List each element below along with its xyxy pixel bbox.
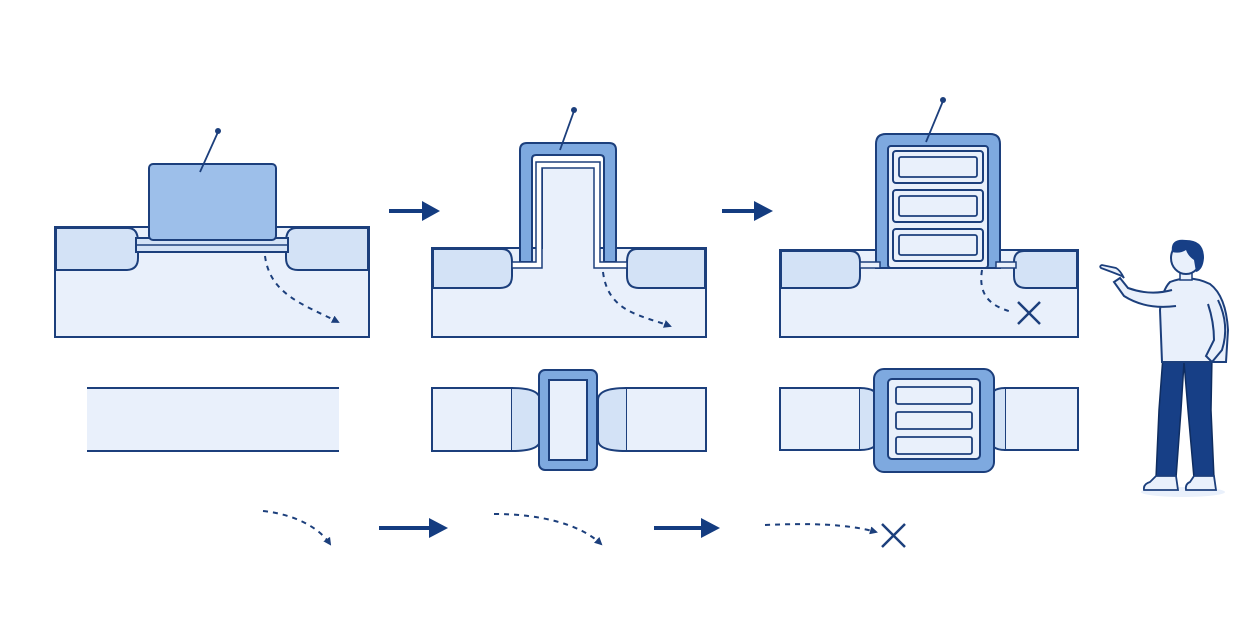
dashed-curved-arrow-icon: [602, 271, 672, 328]
gaa-top-sheet-2: [895, 411, 973, 430]
planar-drain-region: [285, 227, 369, 271]
person-back-arm: [1204, 299, 1227, 364]
gaa-top-source: [779, 387, 861, 451]
dashed-curved-arrow-icon: [980, 269, 1013, 313]
finfet-gate-pointer: [559, 110, 575, 151]
finfet-gate-oxide: [511, 161, 628, 269]
dashed-curved-arrow-icon: [262, 510, 332, 546]
planar-gate: [148, 163, 277, 241]
planar-cross-section: [54, 128, 370, 338]
finfet-top-drain: [625, 387, 707, 452]
finfet-source-region: [432, 248, 513, 289]
person-shoe-left: [1142, 475, 1180, 491]
gaa-gate-contact-right: [995, 261, 1017, 269]
gaa-top-view: [779, 368, 1079, 473]
finfet-gate-pointer-dot: [571, 107, 577, 113]
cross-mark-icon: [1017, 301, 1041, 325]
right-arrow-icon: [654, 518, 720, 538]
person-hair: [1171, 239, 1204, 272]
finfet-top-drain-junction: [597, 387, 627, 452]
dashed-curved-arrow-icon: [264, 255, 340, 323]
person-pointing-illustration: [1099, 239, 1230, 497]
person-pointing-hand: [1099, 264, 1125, 279]
gaa-gate-pointer-dot: [940, 97, 946, 103]
person-shoe-right: [1184, 475, 1218, 491]
person-pointing-arm: [1112, 276, 1177, 308]
dashed-curved-arrow-icon: [493, 513, 603, 546]
planar-source-region: [55, 227, 139, 271]
planar-top-view: [87, 387, 339, 452]
gaa-source-region: [780, 250, 861, 289]
gaa-top-sheet-3: [895, 436, 973, 455]
finfet-top-view: [431, 369, 707, 471]
gaa-nanosheet-3-core: [898, 234, 978, 256]
gaa-gate-pointer: [925, 100, 944, 143]
gaa-gate-contact-left: [859, 261, 881, 269]
leakage-row: [262, 510, 906, 548]
planar-top-channel: [87, 388, 339, 451]
cross-mark-icon: [881, 523, 906, 548]
gaa-drain-region: [1013, 250, 1078, 289]
finfet-top-source: [431, 387, 513, 452]
planar-gate-pointer-dot: [215, 128, 221, 134]
person-pants: [1155, 355, 1215, 479]
right-arrow-icon: [379, 518, 448, 538]
finfet-cross-section: [431, 107, 707, 338]
finfet-drain-region: [626, 248, 706, 289]
gaa-nanosheet-1-core: [898, 156, 978, 178]
dashed-curved-arrow-icon: [764, 523, 878, 535]
finfet-top-fin: [548, 379, 588, 461]
planar-gate-pointer: [199, 131, 219, 173]
right-arrow-icon: [389, 201, 440, 221]
gaa-top-sheet-1: [895, 386, 973, 405]
gaa-nanosheet-2-core: [898, 195, 978, 217]
right-arrow-icon: [722, 201, 773, 221]
gaa-top-drain: [1004, 387, 1079, 451]
gaa-cross-section: [779, 97, 1079, 338]
finfet-top-source-junction: [511, 387, 541, 452]
